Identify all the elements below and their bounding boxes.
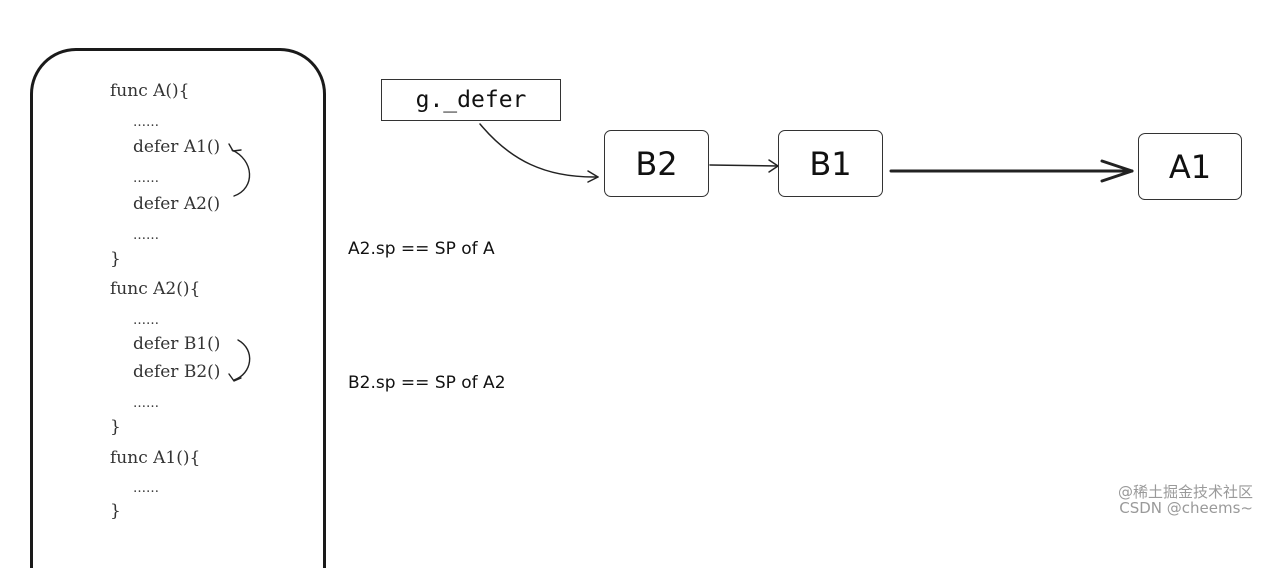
note-a2-sp: A2.sp == SP of A xyxy=(348,239,495,259)
arrow-b1-to-a1 xyxy=(889,159,1134,183)
code-line: …… xyxy=(133,396,159,411)
node-a1: A1 xyxy=(1138,133,1242,200)
code-line: defer A2() xyxy=(133,194,221,214)
code-line: } xyxy=(110,249,121,269)
node-b2: B2 xyxy=(604,130,709,197)
curved-arrow-icon xyxy=(228,143,251,197)
code-line: func A2(){ xyxy=(110,279,201,299)
code-line: …… xyxy=(133,313,159,328)
code-line: defer B2() xyxy=(133,362,221,382)
curved-arrow-icon xyxy=(228,339,251,382)
node-b1-label: B1 xyxy=(809,144,852,183)
code-line: defer B1() xyxy=(133,334,221,354)
watermark-line1: @稀土掘金技术社区 xyxy=(1117,483,1253,501)
arrows-layer xyxy=(228,123,1134,382)
head-pointer-arrow xyxy=(479,123,599,183)
code-line: } xyxy=(110,501,121,521)
code-line: …… xyxy=(133,481,159,496)
watermark: @稀土掘金技术社区 CSDN @cheems~ xyxy=(1118,484,1253,516)
note-b2-sp: B2.sp == SP of A2 xyxy=(348,373,506,393)
code-line: func A1(){ xyxy=(110,448,201,468)
defer-head-box: g._defer xyxy=(381,79,561,121)
code-line: …… xyxy=(133,228,159,243)
node-b1: B1 xyxy=(778,130,883,197)
code-line: …… xyxy=(133,171,159,186)
code-panel: func A(){ …… defer A1() …… defer A2() ……… xyxy=(30,48,326,568)
code-line: } xyxy=(110,417,121,437)
code-line: …… xyxy=(133,115,159,130)
arrow-b2-to-b1 xyxy=(709,159,779,173)
code-line: defer A1() xyxy=(133,137,221,157)
watermark-line2: CSDN @cheems~ xyxy=(1119,499,1253,517)
code-line: func A(){ xyxy=(110,81,190,101)
node-b2-label: B2 xyxy=(635,144,678,183)
node-a1-label: A1 xyxy=(1168,147,1212,186)
defer-head-label: g._defer xyxy=(415,87,527,113)
